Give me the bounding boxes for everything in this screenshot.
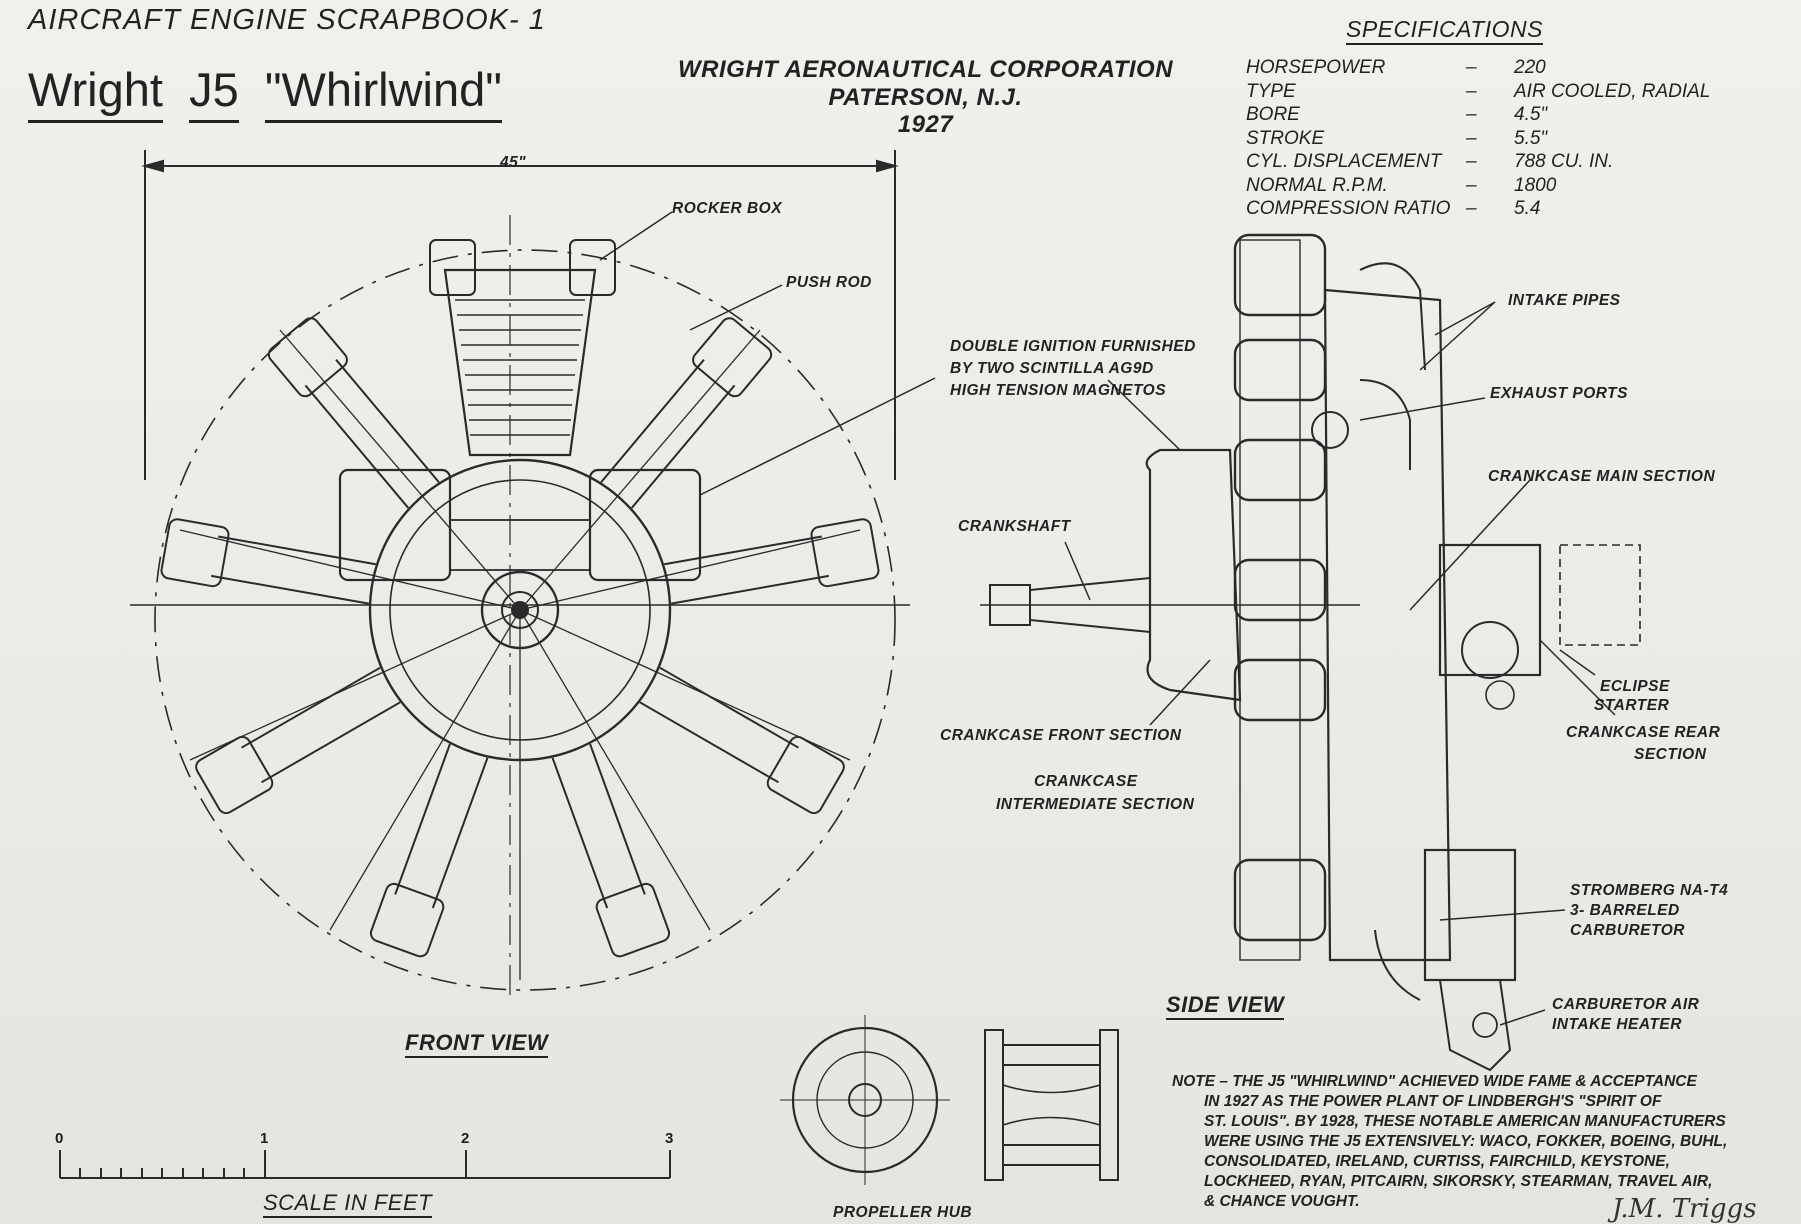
callout-heater-2: INTAKE HEATER — [1552, 1016, 1682, 1033]
callout-carb-1: STROMBERG NA-T4 — [1570, 882, 1729, 899]
spec-value: 5.5" — [1514, 127, 1548, 149]
spec-row: STROKE – 5.5" — [1246, 127, 1754, 151]
history-note: NOTE – THE J5 "WHIRLWIND" ACHIEVED WIDE … — [1172, 1072, 1792, 1212]
radial-cylinders — [160, 317, 880, 958]
scale-tick-3: 3 — [665, 1130, 674, 1147]
spec-row: NORMAL R.P.M. – 1800 — [1246, 174, 1754, 198]
cylinder-swept-circle — [154, 249, 896, 991]
callout-ignition-2: BY TWO SCINTILLA AG9D — [950, 360, 1154, 377]
draftsman-signature: J.M. Triggs — [1612, 1194, 1757, 1224]
callout-heater-1: CARBURETOR AIR — [1552, 996, 1700, 1013]
callout-intermediate-1: CRANKCASE — [1034, 773, 1138, 790]
callout-rear-2: SECTION — [1634, 746, 1707, 763]
corp-name: WRIGHT AERONAUTICAL CORPORATION — [678, 56, 1174, 83]
spec-value: 220 — [1514, 57, 1546, 78]
spec-key: BORE — [1246, 104, 1300, 125]
note-line: ST. LOUIS". BY 1928, THESE NOTABLE AMERI… — [1204, 1113, 1726, 1130]
side-view-label: SIDE VIEW — [1166, 992, 1285, 1020]
spec-row: BORE – 4.5" — [1246, 103, 1754, 127]
spec-key: NORMAL R.P.M. — [1246, 174, 1388, 196]
callout-ignition-3: HIGH TENSION MAGNETOS — [950, 382, 1167, 399]
corp-year: 1927 — [897, 111, 954, 139]
spec-key: STROKE — [1246, 127, 1325, 149]
spec-dash: – — [1466, 198, 1477, 219]
scale-tick-0: 0 — [55, 1130, 64, 1147]
spec-dash: – — [1466, 57, 1477, 78]
spec-dash: – — [1466, 174, 1477, 196]
spec-row: CYL. DISPLACEMENT – 788 CU. IN. — [1246, 150, 1754, 174]
note-line: & CHANCE VOUGHT. — [1204, 1193, 1360, 1210]
front-view-label: FRONT VIEW — [405, 1030, 549, 1058]
callout-rear-1: CRANKCASE REAR — [1566, 724, 1721, 741]
callout-intake-pipes: INTAKE PIPES — [1508, 292, 1621, 309]
spec-dash: – — [1466, 151, 1477, 172]
top-cylinder — [429, 239, 616, 457]
dimension-line — [141, 150, 899, 480]
series-title: AIRCRAFT ENGINE SCRAPBOOK- 1 — [28, 4, 546, 36]
spec-value: 788 CU. IN. — [1514, 151, 1614, 172]
callout-crankcase-main: CRANKCASE MAIN SECTION — [1488, 468, 1716, 485]
callout-starter-1: ECLIPSE — [1600, 678, 1670, 695]
scale-tick-2: 2 — [461, 1130, 470, 1147]
dimension-label: 45" — [500, 154, 527, 171]
title-model: J5 — [189, 63, 239, 123]
specifications-heading: SPECIFICATIONS — [1346, 16, 1543, 45]
callout-starter-2: STARTER — [1594, 697, 1670, 714]
callout-carb-3: CARBURETOR — [1570, 922, 1685, 939]
propeller-hub-drawing — [780, 1015, 1119, 1185]
specifications-table: HORSEPOWER – 220 TYPE – AIR COOLED, RADIAL B… — [1246, 56, 1754, 221]
title-name: "Whirlwind" — [264, 63, 502, 123]
spec-key: HORSEPOWER — [1246, 57, 1386, 78]
callout-intermediate-2: INTERMEDIATE SECTION — [996, 796, 1195, 813]
callout-rocker-box: ROCKER BOX — [672, 200, 783, 217]
spec-key: TYPE — [1246, 80, 1296, 102]
spec-dash: – — [1466, 80, 1477, 102]
spec-dash: – — [1466, 104, 1477, 125]
spec-value: 1800 — [1514, 174, 1557, 196]
scale-tick-1: 1 — [260, 1130, 269, 1147]
note-line: LOCKHEED, RYAN, PITCAIRN, SIKORSKY, STEA… — [1204, 1173, 1713, 1190]
note-line: IN 1927 AS THE POWER PLANT OF LINDBERGH'… — [1204, 1093, 1662, 1110]
spec-row: TYPE – AIR COOLED, RADIAL — [1246, 80, 1754, 104]
note-line: CONSOLIDATED, IRELAND, CURTISS, FAIRCHIL… — [1204, 1153, 1670, 1170]
callout-carb-2: 3- BARRELED — [1570, 902, 1680, 919]
callout-push-rod: PUSH ROD — [786, 274, 872, 291]
scale-label: SCALE IN FEET — [263, 1190, 433, 1218]
note-line: NOTE – THE J5 "WHIRLWIND" ACHIEVED WIDE … — [1172, 1073, 1697, 1090]
spec-row: COMPRESSION RATIO– 5.4 — [1246, 197, 1754, 221]
spec-dash: – — [1466, 127, 1477, 149]
callout-crankcase-front: CRANKCASE FRONT SECTION — [940, 727, 1182, 744]
spec-value: 4.5" — [1514, 104, 1548, 125]
note-line: WERE USING THE J5 EXTENSIVELY: WACO, FOK… — [1204, 1133, 1728, 1150]
corp-city: PATERSON, N.J. — [828, 83, 1023, 111]
side-view-drawing — [980, 233, 1641, 1072]
callout-crankshaft: CRANKSHAFT — [958, 518, 1071, 535]
spec-key: CYL. DISPLACEMENT — [1246, 151, 1442, 172]
push-rods — [179, 329, 861, 980]
scale-bar — [59, 1150, 671, 1179]
callout-ignition-1: DOUBLE IGNITION FURNISHED — [950, 338, 1196, 355]
spec-value: AIR COOLED, RADIAL — [1514, 80, 1711, 102]
engine-title: Wright J5 "Whirlwind" — [28, 62, 502, 123]
propeller-hub-label: PROPELLER HUB — [833, 1204, 973, 1221]
spec-key: COMPRESSION RATIO — [1246, 198, 1451, 219]
spec-value: 5.4 — [1514, 198, 1541, 219]
title-prefix: Wright — [28, 63, 163, 123]
spec-row: HORSEPOWER – 220 — [1246, 56, 1754, 80]
callout-exhaust-ports: EXHAUST PORTS — [1490, 385, 1628, 402]
corporation-block: WRIGHT AERONAUTICAL CORPORATION PATERSON… — [678, 56, 1173, 139]
